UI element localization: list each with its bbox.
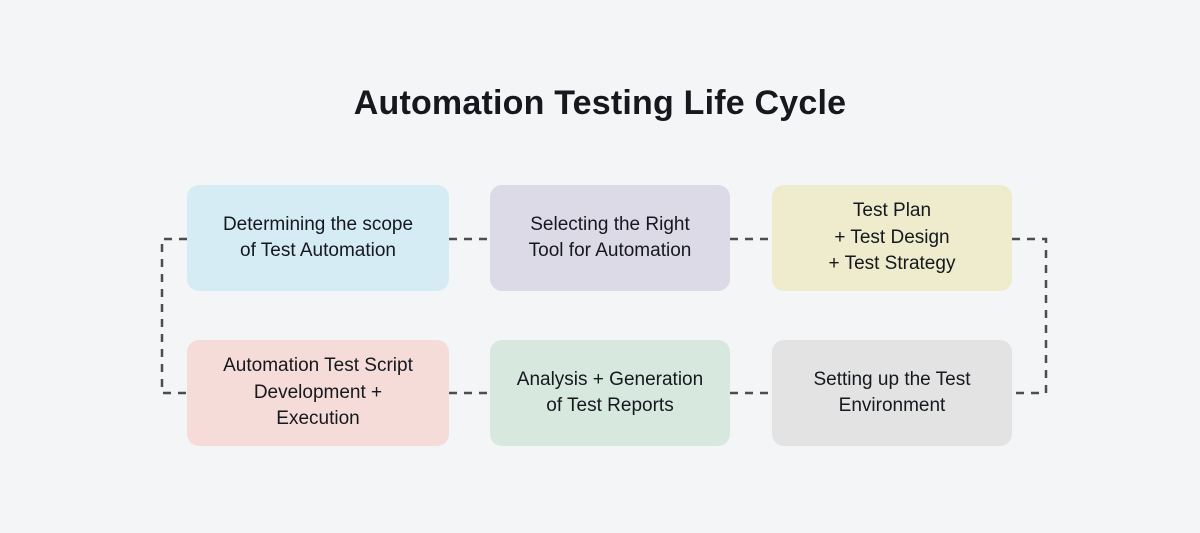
box-determining-scope: Determining the scope of Test Automation [187, 185, 449, 291]
box-test-plan-design-strategy: Test Plan + Test Design + Test Strategy [772, 185, 1012, 291]
connector-left-loop [160, 237, 187, 395]
page-title: Automation Testing Life Cycle [353, 84, 847, 122]
box-environment-setup: Setting up the Test Environment [772, 340, 1012, 446]
box-script-development-execution: Automation Test Script Development + Exe… [187, 340, 449, 446]
box-analysis-test-reports: Analysis + Generation of Test Reports [490, 340, 730, 446]
box-selecting-tool: Selecting the Right Tool for Automation [490, 185, 730, 291]
connector-right-loop [1012, 237, 1048, 395]
